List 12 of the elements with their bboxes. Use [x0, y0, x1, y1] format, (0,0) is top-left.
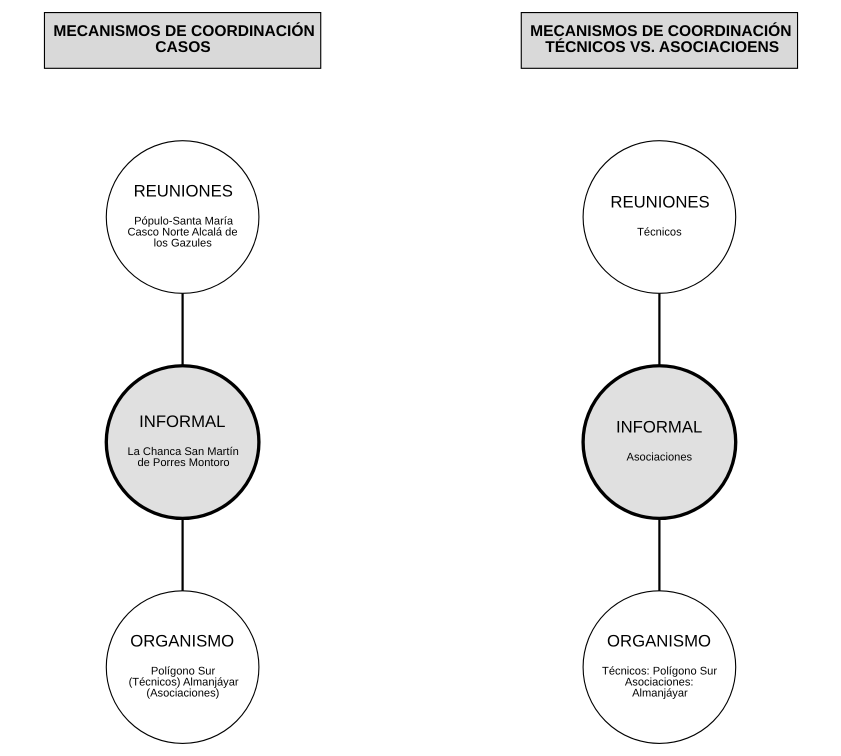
connector — [180, 294, 184, 366]
connector — [658, 294, 660, 366]
node-circle: ORGANISMO Técnicos: Polígono Sur Asociaciones: Almanjáyar — [582, 590, 736, 744]
node-box: MECANISMOS DE COORDINACIÓN CASOS — [43, 12, 321, 69]
connector — [180, 518, 184, 591]
node-circle: INFORMAL Asociaciones — [580, 364, 737, 520]
node-circle: ORGANISMO Polígono Sur (Técnicos) Almanjáyar (Asociaciones) — [105, 590, 259, 744]
node-circle: REUNIONES Técnicos — [582, 140, 736, 294]
node-circle: REUNIONES Pópulo-Santa María Casco Norte Alcalá de los Gazules — [105, 140, 259, 294]
connector — [658, 518, 660, 591]
node-circle: INFORMAL La Chanca San Martín de Porres Montoro — [104, 364, 260, 520]
node-box: MECANISMOS DE COORDINACIÓN TÉCNICOS VS. ASOCIACIOENS — [520, 12, 798, 69]
